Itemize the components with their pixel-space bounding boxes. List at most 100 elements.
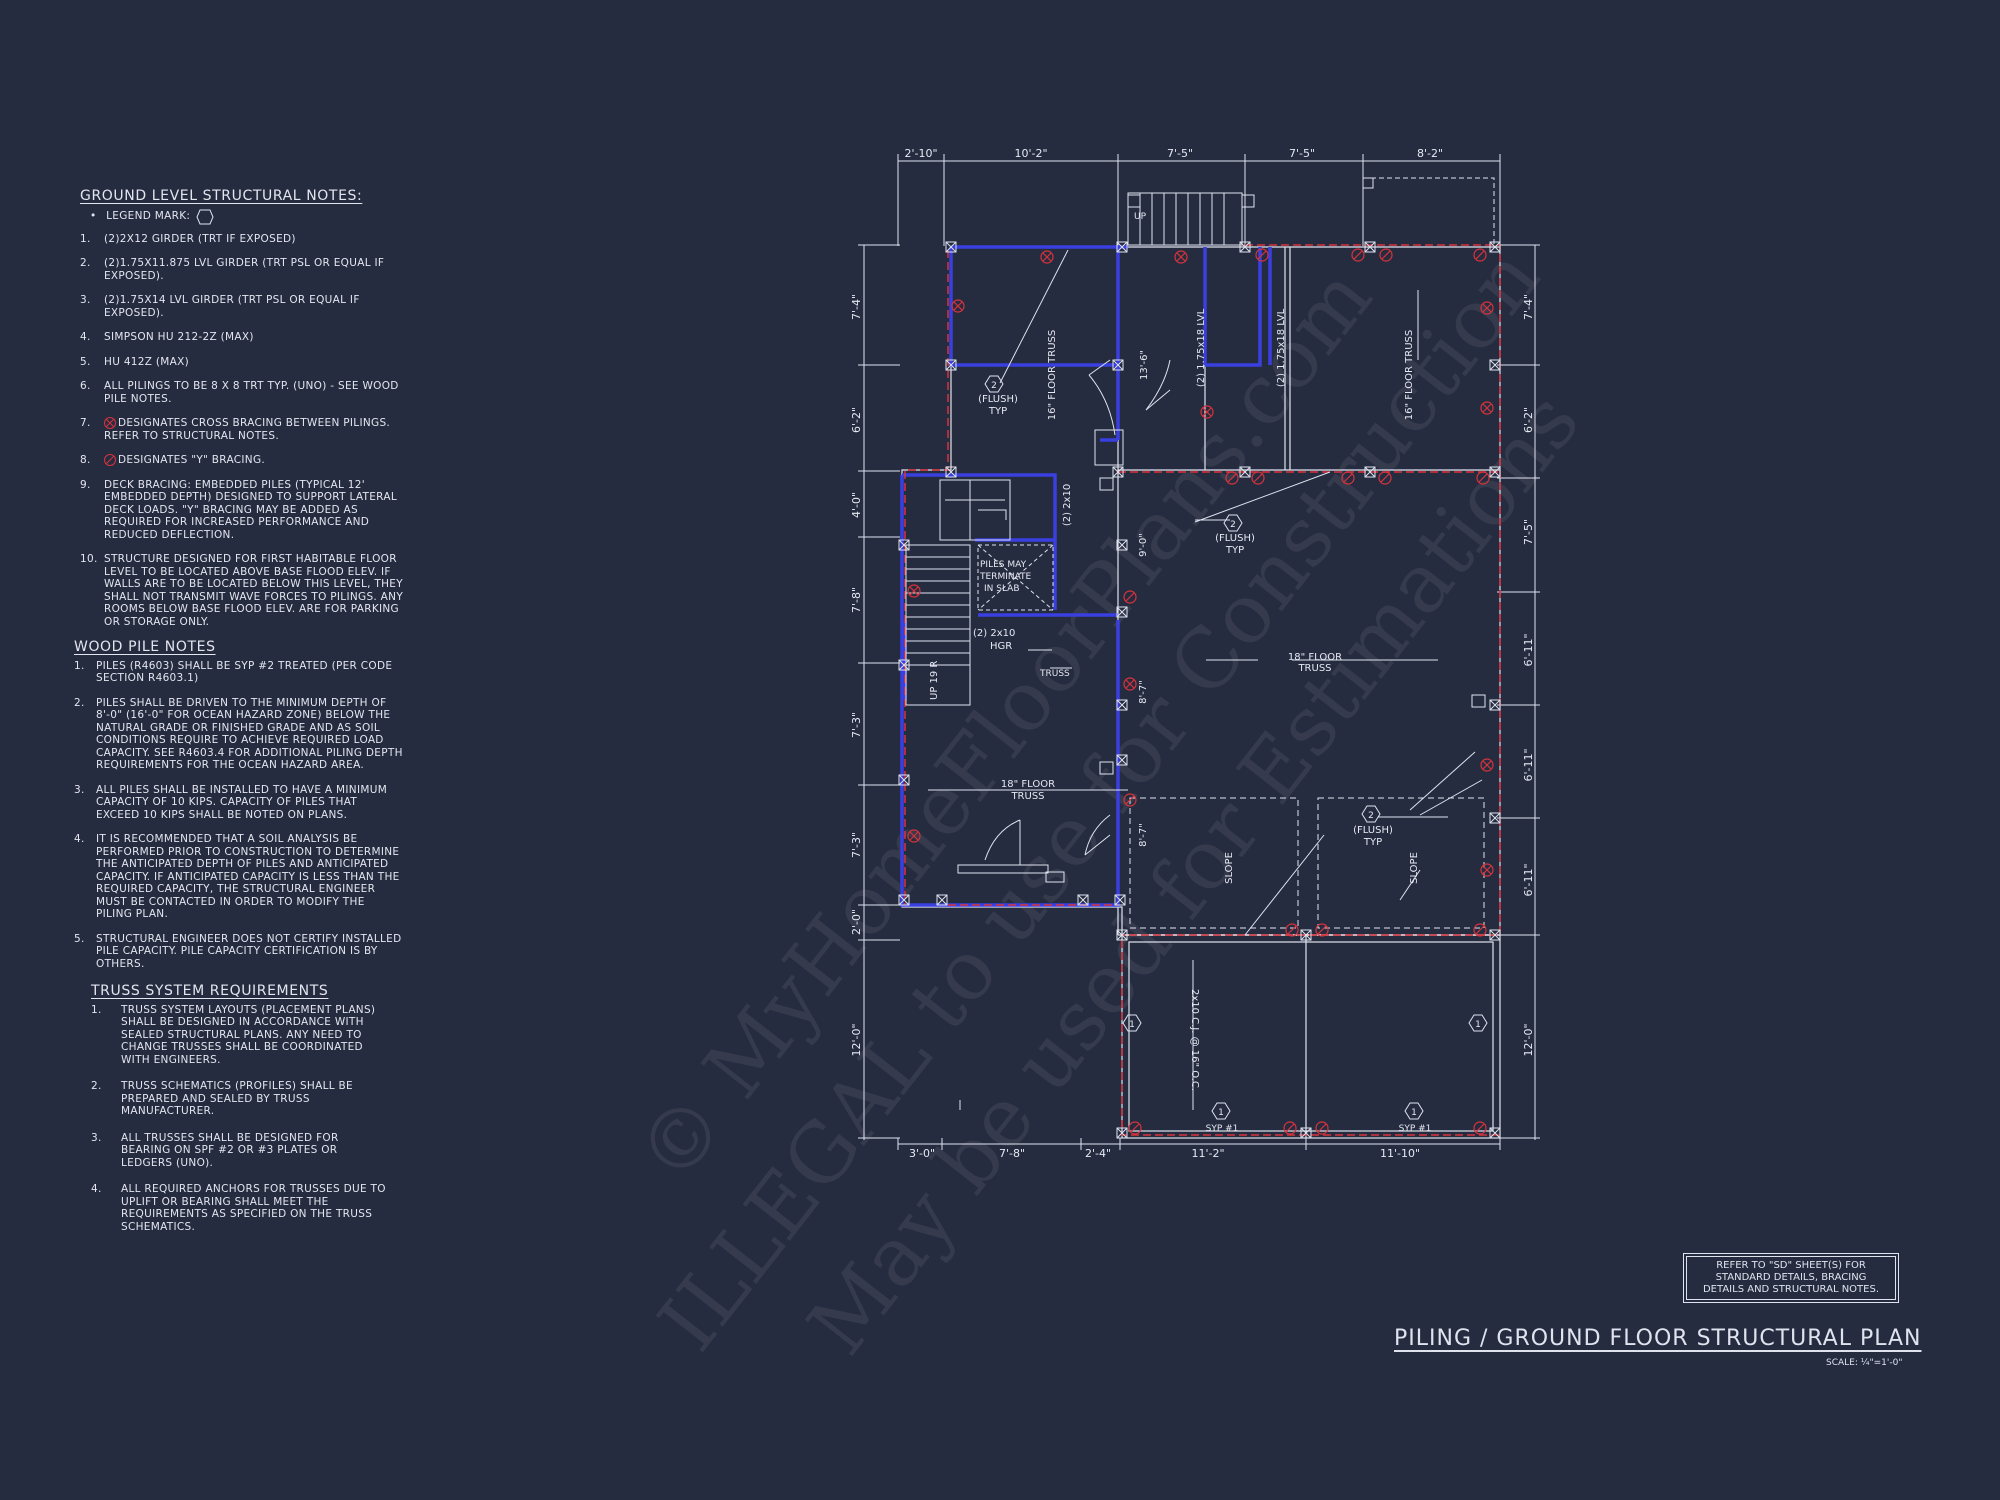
dim-right-3: 7'-5" bbox=[1522, 519, 1535, 545]
pile-marker bbox=[1239, 466, 1251, 478]
ground-note-text: SIMPSON HU 212-2Z (MAX) bbox=[104, 331, 254, 343]
brace-stroke bbox=[1287, 925, 1297, 935]
pile-marker-cross bbox=[1239, 466, 1251, 478]
entry-stair bbox=[1127, 177, 1495, 246]
ground-note-text: DESIGNATES "Y" BRACING. bbox=[118, 454, 266, 466]
pile-marker-cross bbox=[945, 466, 957, 478]
lvl-beam-1: (2) 1.75x18 LVL bbox=[1196, 308, 1207, 387]
pile-marker bbox=[1489, 929, 1501, 941]
pile-marker bbox=[945, 466, 957, 478]
ground-note-number: 1. bbox=[80, 232, 91, 245]
flush-a-typ: TYP bbox=[988, 406, 1007, 417]
y-brace-marker bbox=[1285, 923, 1299, 937]
flush-b-number: 2 bbox=[1230, 520, 1236, 530]
truss-note-item: 3.ALL TRUSSES SHALL BE DESIGNED FOR BEAR… bbox=[91, 1132, 391, 1170]
brace-stroke bbox=[1130, 1123, 1140, 1133]
wood-note-item: 2. PILES SHALL BE DRIVEN TO THE MINIMUM D… bbox=[74, 697, 404, 772]
dimension-lines bbox=[858, 154, 1540, 1150]
brace-stroke bbox=[909, 586, 919, 596]
ground-note-text: ALL PILINGS TO BE 8 x 8 TRT TYP. (UNO) -… bbox=[104, 380, 399, 405]
piles-terminate-3: IN SLAB bbox=[984, 584, 1020, 594]
brace-stroke bbox=[1482, 303, 1492, 313]
cross-brace-marker bbox=[1200, 405, 1214, 419]
floor-truss-h1-b: TRUSS bbox=[1297, 663, 1331, 674]
pile-marker bbox=[898, 659, 910, 671]
pile-marker-cross bbox=[936, 894, 948, 906]
truss-note-text: ALL TRUSSES SHALL BE DESIGNED FOR BEARIN… bbox=[121, 1131, 339, 1169]
dim-8b: 8'-7" bbox=[1138, 823, 1149, 847]
brace-stroke bbox=[1380, 473, 1390, 483]
ground-note-number: 6. bbox=[80, 380, 91, 392]
brace-stroke bbox=[1475, 250, 1485, 260]
wood-note-number: 2. bbox=[74, 696, 85, 709]
dim-right-2: 6'-2" bbox=[1522, 407, 1535, 433]
legend-label: LEGEND MARK: bbox=[106, 210, 191, 223]
floor-truss-h2-a: 18" FLOOR bbox=[1001, 779, 1055, 790]
pile-marker-cross bbox=[1489, 812, 1501, 824]
y-brace-marker bbox=[1473, 248, 1487, 262]
brace-stroke bbox=[1125, 795, 1135, 805]
brace-stroke bbox=[1227, 473, 1237, 483]
dim-bottom-5: 11'-10" bbox=[1380, 1147, 1420, 1160]
brace-stroke bbox=[1125, 592, 1135, 602]
flush-b-label: (FLUSH) bbox=[1215, 533, 1255, 544]
brace-stroke bbox=[1482, 865, 1492, 875]
pile-marker-cross bbox=[1364, 466, 1376, 478]
ground-note-number: 9. bbox=[80, 478, 91, 491]
pile-marker-cross bbox=[898, 539, 910, 551]
brace-stroke bbox=[1381, 250, 1391, 260]
ground-note-item: 1.(2)2X12 GIRDER (TRT IF EXPOSED) bbox=[80, 233, 410, 246]
floor-truss-h2-b: TRUSS bbox=[1010, 791, 1044, 802]
flush-c-number: 2 bbox=[1368, 811, 1374, 821]
wood-note-number: 1. bbox=[74, 659, 85, 672]
dim-left-2: 6'-2" bbox=[850, 407, 863, 433]
pile-marker-cross bbox=[1116, 1127, 1128, 1139]
ground-note-item: 7.DESIGNATES CROSS BRACING BETWEEN PILIN… bbox=[80, 417, 410, 442]
dim-left-1: 7'-4" bbox=[850, 294, 863, 320]
ground-note-number: 2. bbox=[80, 257, 91, 269]
y-brace-marker bbox=[1251, 471, 1265, 485]
pile-marker-cross bbox=[945, 241, 957, 253]
wood-note-text: PILES SHALL BE DRIVEN TO THE MINIMUM DEP… bbox=[96, 696, 403, 772]
pile-marker-cross bbox=[1300, 1127, 1312, 1139]
pile-marker bbox=[1489, 699, 1501, 711]
flush-b-typ: TYP bbox=[1225, 545, 1244, 556]
flush-a-label: (FLUSH) bbox=[978, 394, 1018, 405]
pile-marker-cross bbox=[1489, 359, 1501, 371]
brace-stroke bbox=[1343, 473, 1353, 483]
y-brace-marker bbox=[1128, 1121, 1142, 1135]
brace-markers bbox=[907, 248, 1494, 1135]
dim-bottom-3: 2'-4" bbox=[1085, 1147, 1111, 1160]
pile-marker-cross bbox=[1489, 1127, 1501, 1139]
legend-line: • LEGEND MARK: bbox=[90, 209, 410, 225]
dim-top-4: 7'-5" bbox=[1289, 147, 1315, 160]
brace-stroke bbox=[953, 301, 963, 311]
tag-2: 1 bbox=[1475, 1020, 1481, 1030]
dim-left-5: 7'-3" bbox=[850, 712, 863, 738]
cross-brace-marker bbox=[1040, 250, 1054, 264]
right-dimensions: 7'-4" 6'-2" 7'-5" 6'-11" 6'-11" 6'-11" 1… bbox=[1522, 294, 1535, 1057]
cross-brace-marker bbox=[1480, 401, 1494, 415]
wood-note-text: ALL PILES SHALL BE INSTALLED TO HAVE A M… bbox=[96, 783, 388, 821]
dim-left-7: 2'-0" bbox=[850, 909, 863, 935]
pile-marker bbox=[1116, 539, 1128, 551]
slope-1: SLOPE bbox=[1224, 852, 1235, 884]
pile-marker-cross bbox=[1116, 539, 1128, 551]
ground-note-item: 2.(2)1.75x11.875 LVL GIRDER (TRT PSL OR … bbox=[80, 257, 410, 282]
syp-1: SYP #1 bbox=[1206, 1124, 1239, 1134]
pile-marker bbox=[1112, 359, 1124, 371]
y-brace-marker bbox=[1123, 793, 1137, 807]
flush-a-number: 2 bbox=[991, 381, 997, 391]
pile-marker bbox=[1300, 929, 1312, 941]
truss-note-number: 2. bbox=[91, 1080, 102, 1092]
brace-stroke bbox=[1257, 250, 1267, 260]
left-dimensions: 7'-4" 6'-2" 4'-0" 7'-8" 7'-3" 7'-3" 2'-0… bbox=[850, 294, 863, 1057]
flush-c-typ: TYP bbox=[1363, 837, 1382, 848]
wood-notes-list: 1.PILES (R4603) SHALL BE SYP #2 TREATED … bbox=[74, 660, 404, 971]
y-brace-marker bbox=[1379, 248, 1393, 262]
syp-2: SYP #1 bbox=[1399, 1124, 1432, 1134]
cross-brace-marker bbox=[1480, 758, 1494, 772]
wood-note-text: STRUCTURAL ENGINEER DOES NOT CERTIFY INS… bbox=[96, 932, 402, 970]
brace-stroke bbox=[1285, 1123, 1295, 1133]
